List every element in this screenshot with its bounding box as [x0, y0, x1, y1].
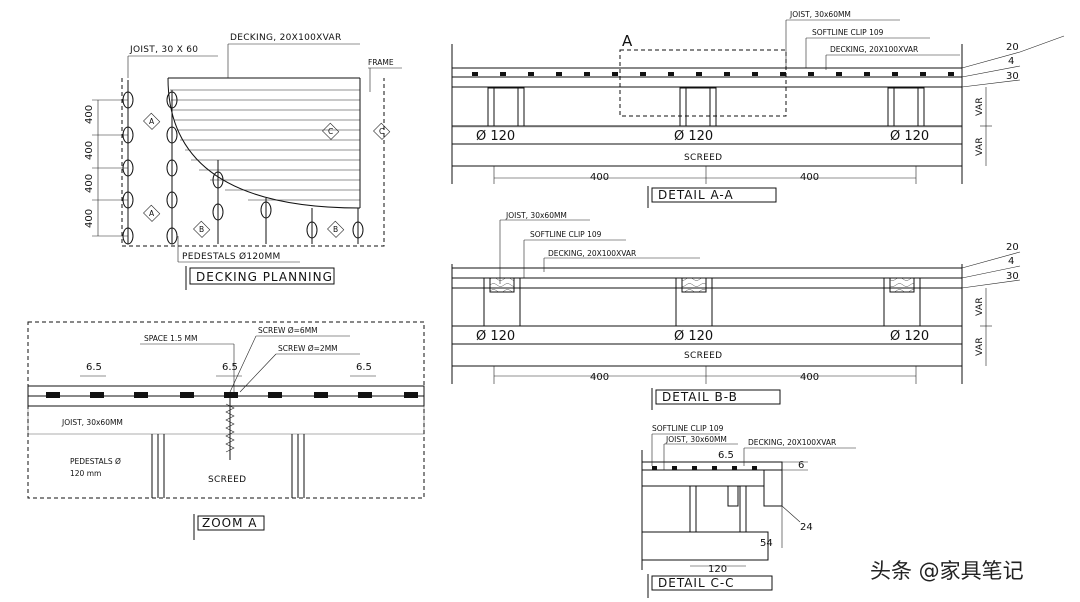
zoom-a-view: SPACE 1.5 MM SCREW Ø=6MM SCREW Ø=2MM 6.5… [27, 321, 425, 540]
section-marker-icons [143, 112, 391, 238]
zoom-a-title: ZOOM A [202, 516, 258, 530]
bb-decking-label: DECKING, 20X100XVAR [548, 249, 636, 258]
cc-dim-24: 24 [800, 522, 813, 533]
marker-b2: B [333, 225, 338, 234]
aa-dim-20: 20 [1006, 42, 1019, 53]
detail-cc-title: DETAIL C-C [658, 576, 735, 590]
bb-diameter-3: Ø 120 [890, 329, 929, 344]
aa-clips [472, 72, 954, 76]
bb-span-2: 400 [800, 372, 819, 383]
cc-dim-6: 6 [798, 460, 804, 471]
bb-diameter-1: Ø 120 [476, 329, 515, 344]
planning-dim-2: 400 [84, 141, 95, 160]
zoom-screw2-label: SCREW Ø=2MM [278, 344, 338, 353]
aa-dim-30: 30 [1006, 71, 1019, 82]
planning-dimension-chain [92, 99, 128, 237]
zoom-pedestals [151, 434, 305, 498]
decking-planning-view: 400 400 400 400 JOIST, 30 X 60 DECKING, … [84, 33, 402, 290]
detail-aa-marker: A [622, 32, 633, 50]
zoom-dim-2: 6.5 [222, 362, 238, 373]
detail-aa-title: DETAIL A-A [658, 188, 734, 202]
detail-bb-title: DETAIL B-B [662, 390, 738, 404]
bb-dim-30: 30 [1006, 271, 1019, 282]
aa-span-1: 400 [590, 172, 609, 183]
zoom-screw6-label: SCREW Ø=6MM [258, 326, 318, 335]
marker-c2: C [379, 127, 384, 136]
watermark: 头条 @家具笔记 [870, 559, 1024, 583]
planning-pedestals-label: PEDESTALS Ø120MM [182, 251, 281, 262]
marker-b1: B [199, 225, 204, 234]
cc-decking-label: DECKING, 20X100XVAR [748, 438, 836, 447]
aa-var-1: VAR [975, 97, 985, 116]
zoom-clips [46, 392, 418, 398]
planning-dim-1: 400 [84, 105, 95, 124]
bb-span-1: 400 [590, 372, 609, 383]
aa-diameter-2: Ø 120 [674, 129, 713, 144]
aa-screed-label: SCREED [684, 153, 722, 163]
cc-clips [652, 466, 757, 470]
planning-dim-3: 400 [84, 174, 95, 193]
zoom-screed-label: SCREED [208, 475, 246, 485]
planning-decking-label: DECKING, 20X100XVAR [230, 33, 342, 43]
bb-var-2: VAR [975, 337, 985, 356]
aa-decking-label: DECKING, 20X100XVAR [830, 45, 918, 54]
marker-a1: A [149, 117, 155, 126]
zoom-pedestals-label-2: 120 mm [70, 469, 101, 478]
detail-bb-view: JOIST, 30x60MM SOFTLINE CLIP 109 DECKING… [451, 211, 1021, 410]
cc-dim-54: 54 [760, 538, 773, 549]
cc-clip-label: SOFTLINE CLIP 109 [652, 424, 724, 433]
detail-cc-view: 120 SOFTLINE CLIP 109 JOIST, 30x60MM DEC… [641, 424, 856, 598]
aa-joist-label: JOIST, 30x60MM [789, 10, 851, 19]
pedestal-circles [122, 91, 364, 245]
aa-pedestals [487, 87, 925, 127]
zoom-dim-3: 6.5 [356, 362, 372, 373]
bb-joist-label: JOIST, 30x60MM [505, 211, 567, 220]
bb-diameter-2: Ø 120 [674, 329, 713, 344]
joist-lines [127, 80, 359, 244]
aa-clip-label: SOFTLINE CLIP 109 [812, 28, 884, 37]
aa-var-2: VAR [975, 137, 985, 156]
cc-pedestal [689, 485, 747, 533]
cc-joist-label: JOIST, 30x60MM [665, 435, 727, 444]
bb-var-1: VAR [975, 297, 985, 316]
zoom-dim-1: 6.5 [86, 362, 102, 373]
bb-dim-4: 4 [1008, 256, 1014, 267]
planning-dim-4: 400 [84, 209, 95, 228]
marker-a2: A [149, 209, 155, 218]
decking-boards [170, 89, 360, 201]
planning-frame-label: FRAME [368, 58, 394, 67]
cc-dim-65: 6.5 [718, 450, 734, 461]
marker-c1: C [328, 127, 333, 136]
aa-diameter-3: Ø 120 [890, 129, 929, 144]
aa-diameter-1: Ø 120 [476, 129, 515, 144]
zoom-pedestals-label-1: PEDESTALS Ø [70, 457, 121, 466]
zoom-joist-label: JOIST, 30x60MM [61, 418, 123, 427]
planning-joist-label: JOIST, 30 X 60 [129, 45, 198, 55]
zoom-space-label: SPACE 1.5 MM [144, 334, 197, 343]
bb-pedestals [483, 277, 921, 327]
bb-dim-20: 20 [1006, 242, 1019, 253]
cc-dim-120: 120 [708, 564, 727, 575]
decking-planning-title: DECKING PLANNING [196, 270, 333, 284]
detail-aa-view: A JOIST, 30x60MM SOFTLINE CLIP 109 DECKI… [451, 10, 1065, 208]
aa-span-2: 400 [800, 172, 819, 183]
bb-clip-label: SOFTLINE CLIP 109 [530, 230, 602, 239]
aa-dim-4: 4 [1008, 56, 1014, 67]
bb-screed-label: SCREED [684, 351, 722, 361]
